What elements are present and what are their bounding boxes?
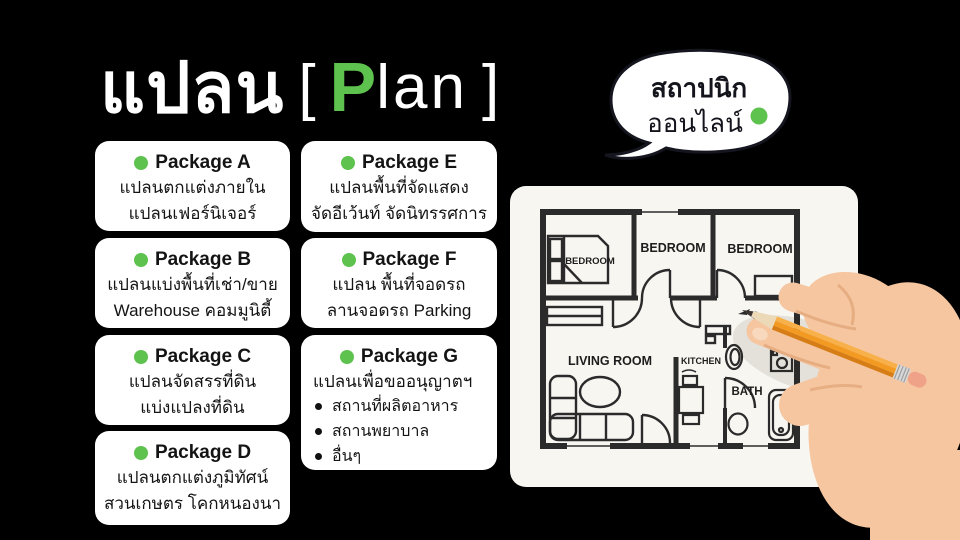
- package-header-label: Package G: [360, 346, 459, 367]
- bed-icon: [546, 234, 610, 285]
- green-dot-icon: [134, 156, 149, 170]
- room-label-bedroom1: BEDROOM: [565, 256, 615, 267]
- hand-shading: [763, 283, 863, 392]
- pencil-icon: [742, 310, 927, 388]
- package-header: Package D: [95, 442, 290, 464]
- package-line: แปลนตกแต่งภูมิทัศน์: [116, 468, 269, 487]
- kitchen-table-icon: [677, 369, 705, 426]
- title-bracket-close: ]: [482, 52, 500, 122]
- package-header: Package A: [95, 152, 290, 174]
- package-line: แปลนตกแต่งภายใน: [119, 178, 266, 197]
- package-header-label: Package E: [361, 152, 458, 173]
- sofa-icon: [548, 374, 635, 442]
- package-card-a: Package A แปลนตกแต่งภายใน แปลนเฟอร์นิเจอ…: [95, 141, 290, 231]
- pencil-ferrule: [892, 364, 912, 384]
- green-dot-icon: [340, 156, 355, 170]
- package-header: Package G: [301, 346, 497, 368]
- coffee-table-icon: [578, 375, 622, 409]
- door-arcs: [611, 268, 757, 444]
- bubble-green-dot: [750, 107, 768, 125]
- package-card-d: Package D แปลนตกแต่งภูมิทัศน์ สวนเกษตร โ…: [95, 431, 290, 525]
- title-bracket-open: [: [298, 52, 316, 122]
- package-bullet-list: สถานที่ผลิตอาหาร สถานพยาบาล อื่นๆ: [301, 394, 497, 469]
- green-dot-icon: [341, 253, 356, 267]
- room-label-kitchen: KITCHEN: [681, 356, 721, 366]
- package-header: Package F: [301, 249, 497, 271]
- package-header-label: Package B: [154, 249, 252, 270]
- package-header: Package B: [95, 249, 290, 271]
- package-bullet-item: สถานพยาบาล: [315, 419, 497, 444]
- package-line: จัดอีเว้นท์ จัดนิทรรศการ: [311, 204, 487, 223]
- hand-with-pencil: [732, 271, 960, 540]
- green-dot-icon: [133, 253, 148, 267]
- bullet-dot-icon: [315, 403, 322, 410]
- floor-plan: BEDROOM BEDROOM BEDROOM LIVING ROOM KITC…: [540, 208, 800, 450]
- bullet-dot-icon: [315, 428, 322, 435]
- package-card-b: Package B แปลนแบ่งพื้นที่เช่า/ขาย Wareho…: [95, 238, 290, 328]
- package-header: Package C: [95, 346, 290, 368]
- pencil-wood: [751, 311, 778, 330]
- green-dot-icon: [133, 446, 148, 460]
- green-dot-icon: [339, 350, 354, 364]
- package-line: ลานจอดรถ Parking: [326, 301, 472, 320]
- package-line: แปลนแบ่งพื้นที่เช่า/ขาย: [107, 275, 278, 294]
- package-line: แบ่งแปลงที่ดิน: [140, 398, 245, 417]
- room-label-bedroom3: BEDROOM: [727, 242, 792, 256]
- window-marks: [567, 208, 768, 450]
- green-dot-icon: [133, 350, 148, 364]
- thumb: [778, 282, 873, 332]
- room-label-living: LIVING ROOM: [568, 354, 652, 368]
- bubble-line2: ออนไลน์: [647, 108, 743, 138]
- shelf-icon: [545, 305, 732, 345]
- package-card-g: Package G แปลนเพื่อขออนุญาตฯ สถานที่ผลิต…: [301, 335, 497, 470]
- room-label-bedroom2: BEDROOM: [640, 241, 705, 255]
- package-line: แปลน พื้นที่จอดรถ: [332, 275, 466, 294]
- package-line: สวนเกษตร โคกหนองนา: [103, 494, 282, 513]
- bullet-text: สถานที่ผลิตอาหาร: [332, 398, 459, 415]
- title-thai: แปลน: [100, 48, 285, 127]
- pencil-eraser: [907, 371, 927, 388]
- package-header-label: Package F: [362, 249, 457, 270]
- bullet-dot-icon: [315, 453, 322, 460]
- package-card-e: Package E แปลนพื้นที่จัดแสดง จัดอีเว้นท์…: [301, 141, 497, 232]
- package-header-label: Package A: [155, 152, 251, 173]
- index-finger: [746, 317, 844, 373]
- room-label-bath: BATH: [731, 386, 762, 398]
- pencil-body: [771, 316, 898, 378]
- title-lan: lan: [376, 52, 468, 122]
- bullet-text: อื่นๆ: [332, 448, 362, 465]
- package-line: Warehouse คอมมูนิตี้: [113, 301, 272, 320]
- package-line: แปลนจัดสรรที่ดิน: [128, 372, 257, 391]
- package-bullet-item: อื่นๆ: [315, 444, 497, 469]
- speech-bubble: สถาปนิก ออนไลน์: [604, 48, 792, 160]
- package-header: Package E: [301, 152, 497, 174]
- package-intro: แปลนเพื่อขออนุญาตฯ: [313, 372, 473, 391]
- package-bullet-item: สถานที่ผลิตอาหาร: [315, 394, 497, 419]
- title-p-highlight: P: [329, 48, 377, 126]
- fingernail: [752, 327, 768, 341]
- package-line: แปลนเฟอร์นิเจอร์: [128, 204, 257, 223]
- page-title: แปลน [ P lan ]: [100, 42, 513, 132]
- package-header-label: Package D: [154, 442, 252, 463]
- package-line: แปลนพื้นที่จัดแสดง: [329, 178, 469, 197]
- package-header-label: Package C: [154, 346, 252, 367]
- speech-bubble-shape: [604, 48, 792, 160]
- package-card-f: Package F แปลน พื้นที่จอดรถ ลานจอดรถ Par…: [301, 238, 497, 328]
- package-card-c: Package C แปลนจัดสรรที่ดิน แบ่งแปลงที่ดิ…: [95, 335, 290, 425]
- bubble-line1: สถาปนิก: [651, 73, 747, 103]
- bullet-text: สถานพยาบาล: [332, 423, 430, 440]
